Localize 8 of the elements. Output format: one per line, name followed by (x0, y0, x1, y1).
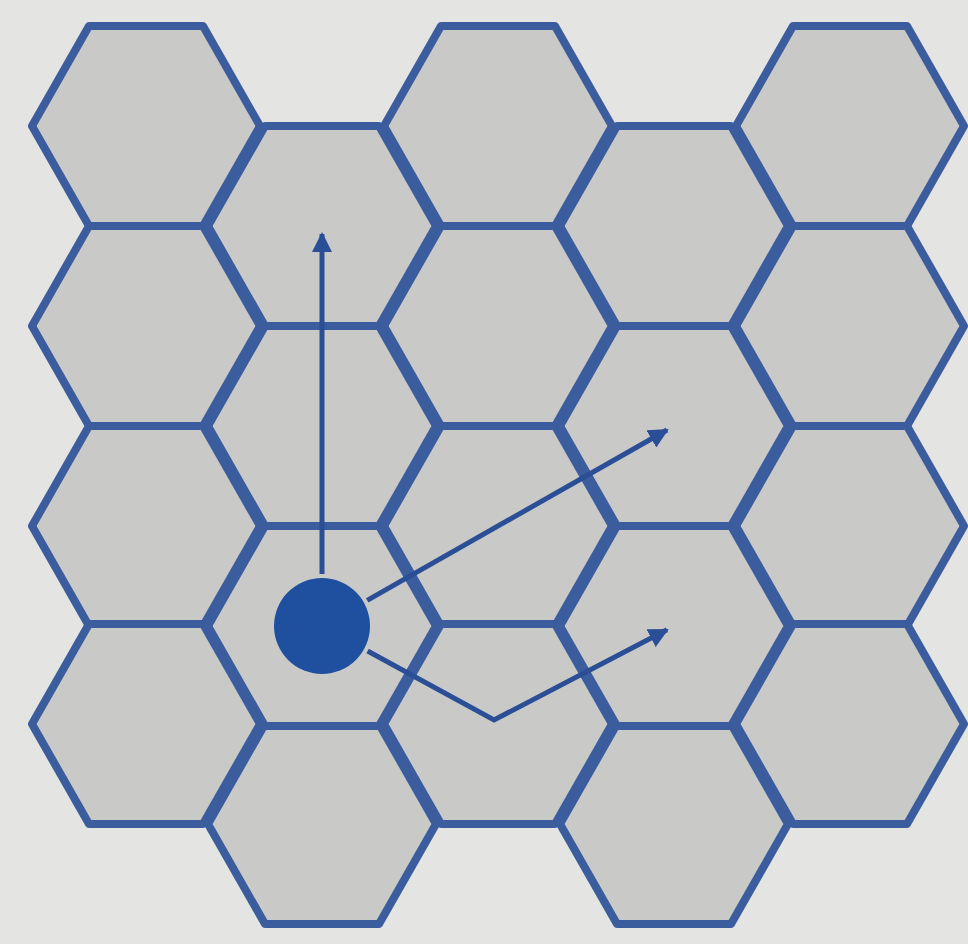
arrow (366, 627, 669, 723)
arrow (365, 427, 669, 603)
arrow (312, 232, 332, 574)
dot (274, 578, 370, 674)
hexagon-cell (208, 126, 436, 326)
hexagon-cell (560, 326, 788, 526)
hexagon-cell (208, 526, 436, 726)
hexagon-cell (560, 526, 788, 726)
